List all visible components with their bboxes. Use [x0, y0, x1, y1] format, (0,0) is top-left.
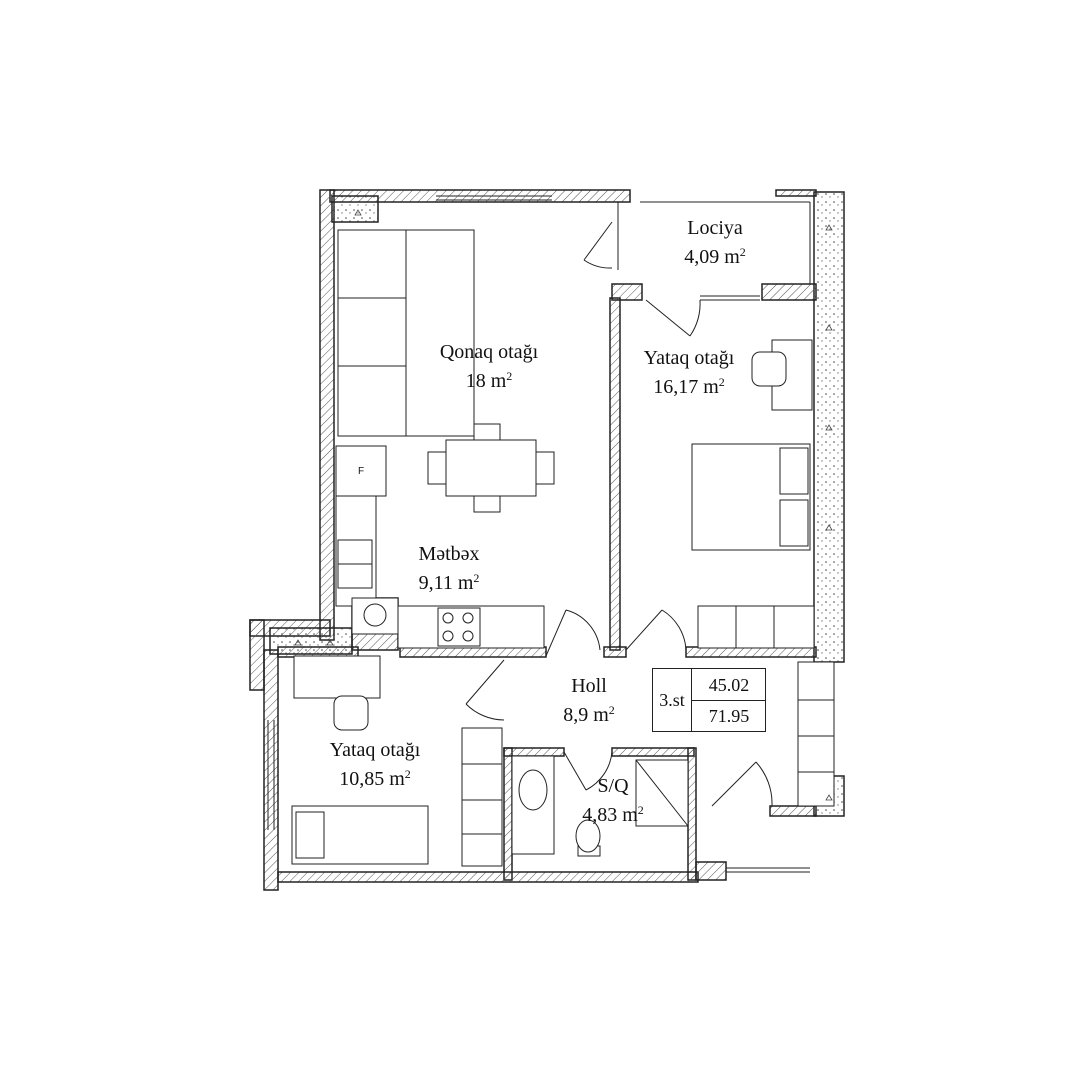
wall-bottom-right — [695, 861, 727, 881]
living-room-area: 18 m2 — [465, 369, 513, 392]
fridge-mark: F — [357, 466, 365, 477]
living-room-name: Qonaq otağı — [439, 341, 539, 363]
desk-small — [293, 655, 381, 699]
living-room-label: Qonaq otağı 18 m2 — [404, 340, 574, 393]
door-bedroom-loggia — [645, 299, 701, 337]
dining-table — [445, 439, 537, 497]
bathroom-name: S/Q — [597, 775, 629, 797]
fridge — [335, 445, 387, 497]
loggia-name: Lociya — [687, 217, 743, 239]
bedroom-large-label: Yataq otağı 16,17 m2 — [614, 346, 764, 399]
door-living — [545, 609, 601, 657]
door-bedroom-large — [625, 609, 687, 651]
unit-type: 3.st — [659, 690, 685, 710]
column-top-left — [331, 195, 379, 223]
bedroom-small-label: Yataq otağı 10,85 m2 — [300, 738, 450, 791]
sofa-back — [337, 229, 407, 437]
bedroom-small-area: 10,85 m2 — [339, 767, 411, 790]
wall-left-living — [319, 189, 335, 641]
wall-left-bedroom — [263, 649, 279, 891]
kitchen-area: 9,11 m2 — [418, 571, 480, 594]
toilet — [575, 819, 601, 853]
loggia-label: Lociya 4,09 m2 — [640, 216, 790, 269]
column-mid-left — [269, 627, 353, 655]
washbasin — [518, 769, 548, 811]
triangle-markers — [294, 209, 833, 801]
chair-large — [751, 351, 787, 387]
wall-bath-left — [503, 747, 513, 881]
loggia-area: 4,09 m2 — [684, 245, 746, 268]
hall-wardrobe — [797, 661, 835, 807]
wardrobe-small — [461, 727, 503, 867]
wall-loggia-top — [775, 189, 817, 197]
wall-left-bedroom-outer — [249, 619, 265, 691]
wardrobe-large — [697, 605, 815, 649]
doors — [465, 221, 773, 807]
wall-loggia-right-block — [813, 191, 845, 663]
door-bedroom-small — [465, 659, 505, 721]
wall-right-hall — [769, 805, 817, 817]
bedroom-large-name: Yataq otağı — [643, 347, 735, 369]
stove — [437, 607, 481, 647]
hall-name: Holl — [571, 675, 607, 697]
door-bath — [563, 751, 613, 791]
total-area-value: 71.95 — [708, 706, 750, 726]
area-summary-table: 3.st 45.02 71.95 — [652, 668, 766, 732]
wall-hall-top-mid — [603, 646, 627, 658]
wall-bottom — [277, 871, 699, 883]
wall-loggia-bottom — [611, 283, 643, 301]
kitchen-name: Mətbəx — [418, 543, 480, 565]
bedroom-large-area: 16,17 m2 — [653, 375, 725, 398]
kitchen-label: Mətbəx 9,11 m2 — [374, 542, 524, 595]
wall-bath-top-right — [611, 747, 695, 757]
door-entry — [711, 761, 773, 807]
chair-small — [333, 695, 369, 731]
hall-area: 8,9 m2 — [563, 703, 615, 726]
bathroom-label: S/Q 4,83 m2 — [538, 774, 688, 827]
wall-loggia-bottom-r — [761, 283, 817, 301]
wall-bath-top — [503, 747, 565, 757]
wall-bath-right — [687, 747, 697, 881]
bedroom-small-name: Yataq otağı — [329, 739, 421, 761]
living-area-value: 45.02 — [708, 675, 750, 695]
bathroom-area: 4,83 m2 — [582, 803, 644, 826]
door-loggia-living — [583, 221, 613, 269]
furniture — [291, 229, 835, 867]
window-lines — [267, 195, 810, 873]
washer — [351, 597, 399, 635]
hall-label: Holl 8,9 m2 — [514, 674, 664, 727]
loggia — [617, 202, 811, 284]
